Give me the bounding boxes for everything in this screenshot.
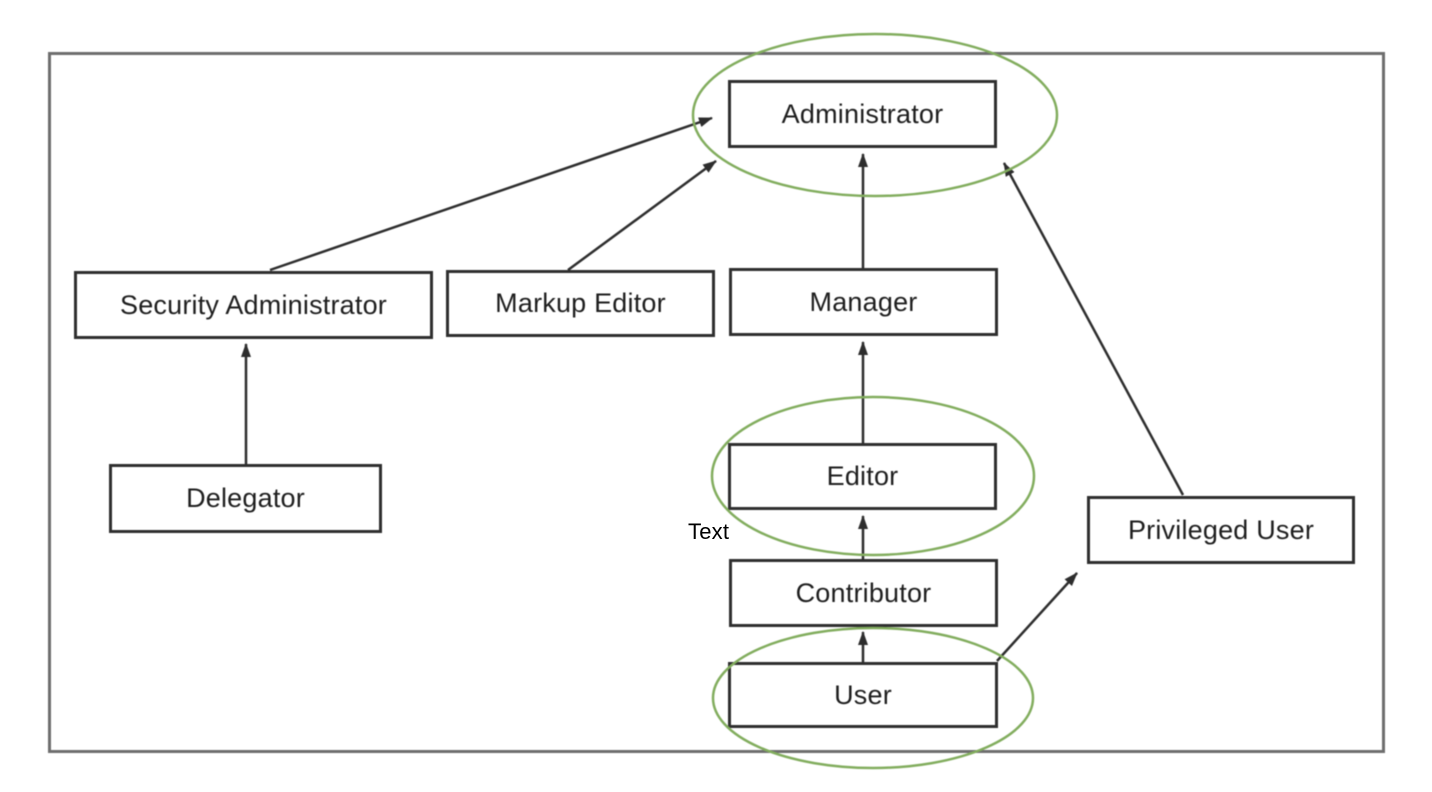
node-contributor: Contributor [729, 559, 998, 627]
node-delegator: Delegator [109, 464, 382, 533]
node-markup-editor: Markup Editor [446, 270, 715, 337]
node-delegator-label: Delegator [186, 483, 305, 513]
node-editor: Editor [728, 443, 997, 510]
node-administrator: Administrator [728, 80, 997, 148]
node-contributor-label: Contributor [795, 577, 932, 608]
node-user: User [728, 662, 998, 728]
node-manager: Manager [729, 268, 998, 336]
node-editor-label: Editor [826, 461, 899, 491]
node-security-administrator-label: Security Administrator [120, 289, 387, 320]
diagram-frame [48, 52, 1385, 753]
node-privileged-user: Privileged User [1087, 496, 1355, 564]
node-privileged-user-label: Privileged User [1127, 514, 1315, 545]
node-user-label: User [834, 679, 892, 710]
text-annotation: Text [688, 519, 730, 544]
node-markup-editor-label: Markup Editor [495, 288, 666, 318]
node-manager-label: Manager [809, 286, 918, 317]
node-security-administrator: Security Administrator [74, 271, 433, 339]
node-administrator-label: Administrator [781, 98, 944, 129]
